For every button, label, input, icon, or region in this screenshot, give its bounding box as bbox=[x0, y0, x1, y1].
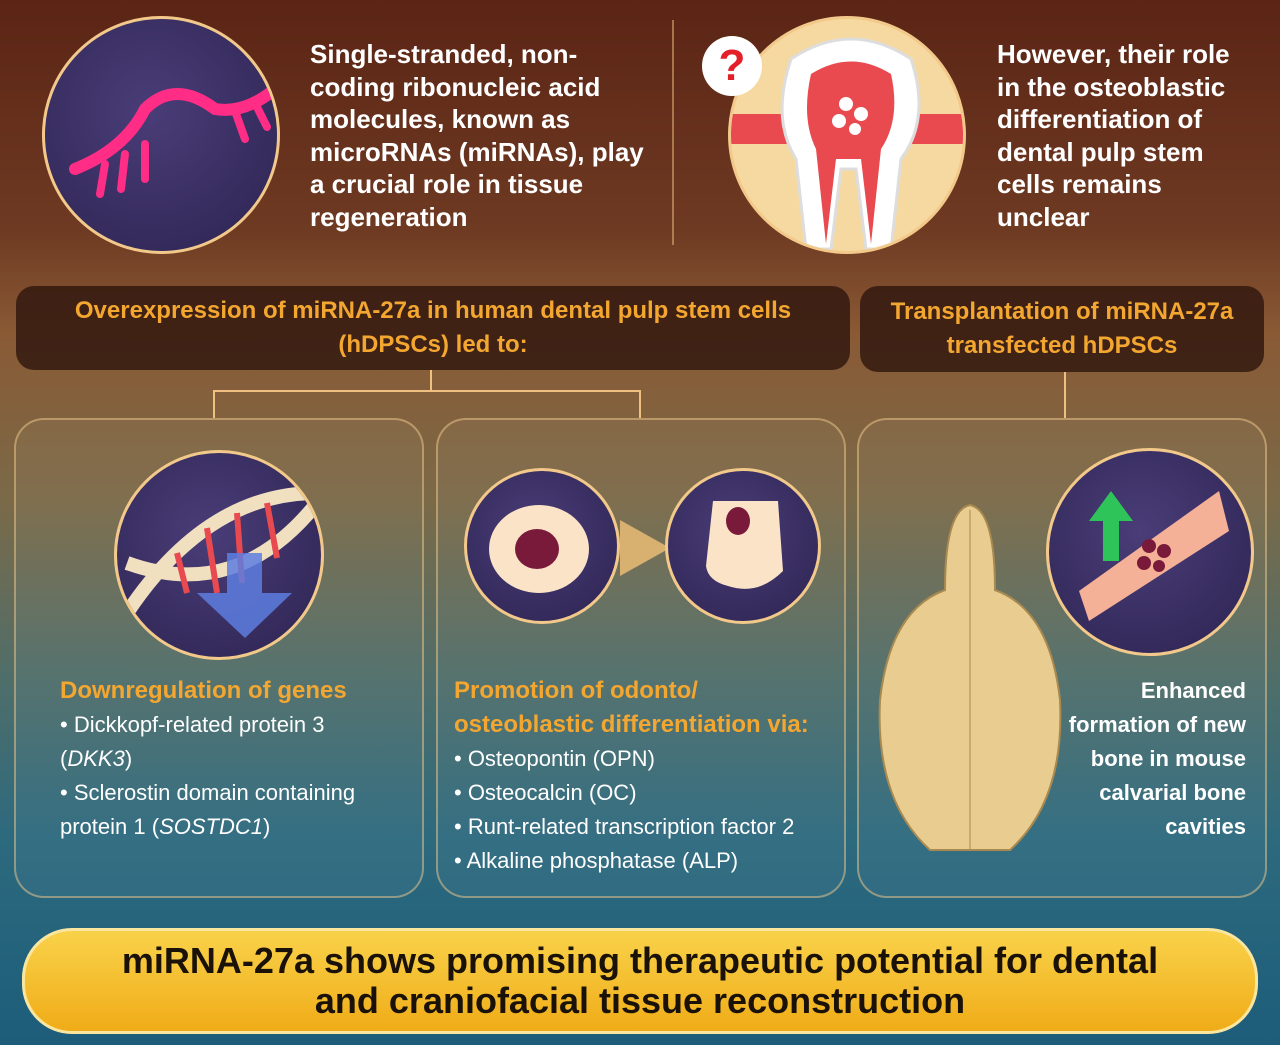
marker-item: • Runt-related transcription factor 2 bbox=[454, 814, 795, 839]
in-vitro-header: Overexpression of miRNA-27a in human den… bbox=[16, 286, 850, 370]
connector bbox=[213, 390, 641, 392]
in-vitro-header-text: Overexpression of miRNA-27a in human den… bbox=[74, 297, 792, 358]
dna-down-arrow-icon bbox=[121, 486, 321, 638]
gene-symbol: DKK3 bbox=[67, 746, 125, 771]
in-vivo-header-text: Transplantation of miRNA-27a transfected… bbox=[890, 298, 1234, 359]
stem-cell-circle bbox=[464, 468, 620, 624]
panel1-title: Downregulation of genes bbox=[60, 677, 347, 704]
paren: ) bbox=[262, 814, 271, 839]
in-vivo-header: Transplantation of miRNA-27a transfected… bbox=[860, 286, 1264, 372]
marker-item: • Osteocalcin (OC) bbox=[454, 780, 637, 805]
connector bbox=[1064, 372, 1066, 418]
marker-item: • Alkaline phosphatase (ALP) bbox=[454, 848, 739, 873]
marker-item: • Osteopontin (OPN) bbox=[454, 746, 655, 771]
tooth-icon bbox=[731, 37, 963, 251]
panel1-text: Downregulation of genes • Dickkopf-relat… bbox=[60, 674, 400, 844]
gene-item: • Dickkopf-related protein 3 (DKK3) bbox=[60, 708, 400, 776]
connector bbox=[213, 390, 215, 418]
panel3-text: Enhanced formation of new bone in mouse … bbox=[1068, 678, 1246, 839]
bone-growth-icon bbox=[1079, 491, 1229, 621]
gene-name: • Sclerostin domain containing protein 1… bbox=[60, 780, 356, 839]
gene-name: • Dickkopf-related protein 3 ( bbox=[60, 712, 325, 771]
mouse-skull-icon bbox=[878, 503, 1062, 851]
gene-symbol: SOSTDC1 bbox=[159, 814, 263, 839]
conclusion-banner: miRNA-27a shows promising therapeutic po… bbox=[22, 928, 1258, 1034]
paren: ) bbox=[124, 746, 133, 771]
stem-cell-icon bbox=[489, 505, 589, 593]
intro-right-text: However, their role in the osteoblastic … bbox=[997, 39, 1230, 232]
connector bbox=[430, 370, 432, 390]
intro-left-text: Single-stranded, non-coding ribonucleic … bbox=[310, 39, 644, 232]
gene-item: • Sclerostin domain containing protein 1… bbox=[60, 776, 400, 844]
right-arrow-icon bbox=[620, 520, 670, 576]
question-badge: ? bbox=[702, 36, 762, 96]
divider bbox=[672, 20, 674, 245]
tooth-circle bbox=[728, 16, 966, 254]
mirna-circle bbox=[42, 16, 280, 254]
conclusion-text: miRNA-27a shows promising therapeutic po… bbox=[121, 940, 1159, 1021]
dna-circle bbox=[114, 450, 324, 660]
osteoblast-icon bbox=[706, 501, 783, 589]
osteoblast-circle bbox=[665, 468, 821, 624]
bone-cell-circle bbox=[1046, 448, 1254, 656]
panel2-title: Promotion of odonto/ osteoblastic differ… bbox=[454, 677, 809, 738]
panel2-text: Promotion of odonto/ osteoblastic differ… bbox=[454, 674, 844, 878]
connector bbox=[639, 390, 641, 418]
mirna-strand-icon bbox=[69, 83, 277, 198]
